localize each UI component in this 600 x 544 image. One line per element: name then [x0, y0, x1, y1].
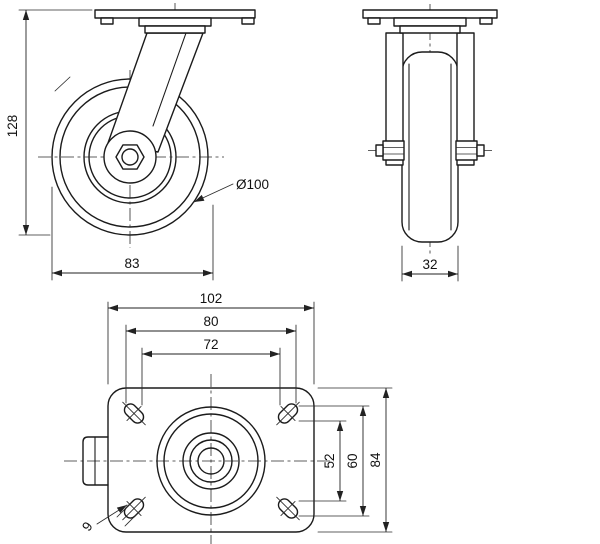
plan-view: 102 80 72 52 60 — [64, 291, 393, 544]
dim-wheel-diameter: Ø100 — [193, 177, 269, 203]
axle-nut-hex — [115, 144, 145, 170]
swivel-raceway-top — [156, 406, 266, 516]
fork-legs — [385, 32, 475, 166]
dim-label-wheel-width: 32 — [422, 257, 437, 272]
front-view: 32 — [362, 4, 498, 282]
bolt-slot-top-left — [122, 401, 146, 426]
bolt-slot-top-right — [276, 401, 300, 426]
dim-hole-span-min: 72 — [141, 337, 281, 406]
dim-label-hole-span-min: 72 — [203, 337, 218, 352]
dim-hole-span-v-max: 60 — [298, 405, 370, 517]
swivel-fork — [103, 32, 204, 184]
dim-label-length: 83 — [124, 256, 139, 271]
top-plate-front — [362, 9, 498, 34]
side-view: 128 83 Ø100 — [5, 3, 269, 281]
dim-length: 83 — [51, 186, 214, 281]
dim-label-plate-width: 102 — [200, 291, 223, 306]
dim-plate-depth: 84 — [317, 387, 393, 533]
dim-wheel-width: 32 — [401, 245, 459, 282]
mounting-plate — [107, 387, 315, 533]
dim-label-plate-depth: 84 — [368, 452, 383, 468]
top-plate-side — [94, 9, 256, 34]
dim-label-slot-width: 9 — [79, 519, 96, 534]
dim-hole-span-v-min: 52 — [298, 420, 347, 502]
wheel-front — [401, 51, 459, 243]
dim-label-wheel-dia: Ø100 — [236, 177, 269, 192]
axle-assembly — [375, 140, 485, 161]
dim-plate-width: 102 — [107, 291, 315, 385]
dim-label-hole-span-v-max: 60 — [345, 453, 360, 468]
bolt-slot-bottom-right — [276, 496, 300, 521]
dim-hole-span-max: 80 — [125, 314, 297, 404]
dim-label-height: 128 — [5, 115, 20, 138]
rim-tick — [54, 76, 71, 92]
dim-label-hole-span-v-min: 52 — [322, 453, 337, 468]
kingpin-section — [197, 447, 225, 475]
dim-label-hole-span-max: 80 — [203, 314, 218, 329]
wheel-overhang-top — [82, 436, 109, 486]
dim-overall-height: 128 — [5, 9, 93, 236]
